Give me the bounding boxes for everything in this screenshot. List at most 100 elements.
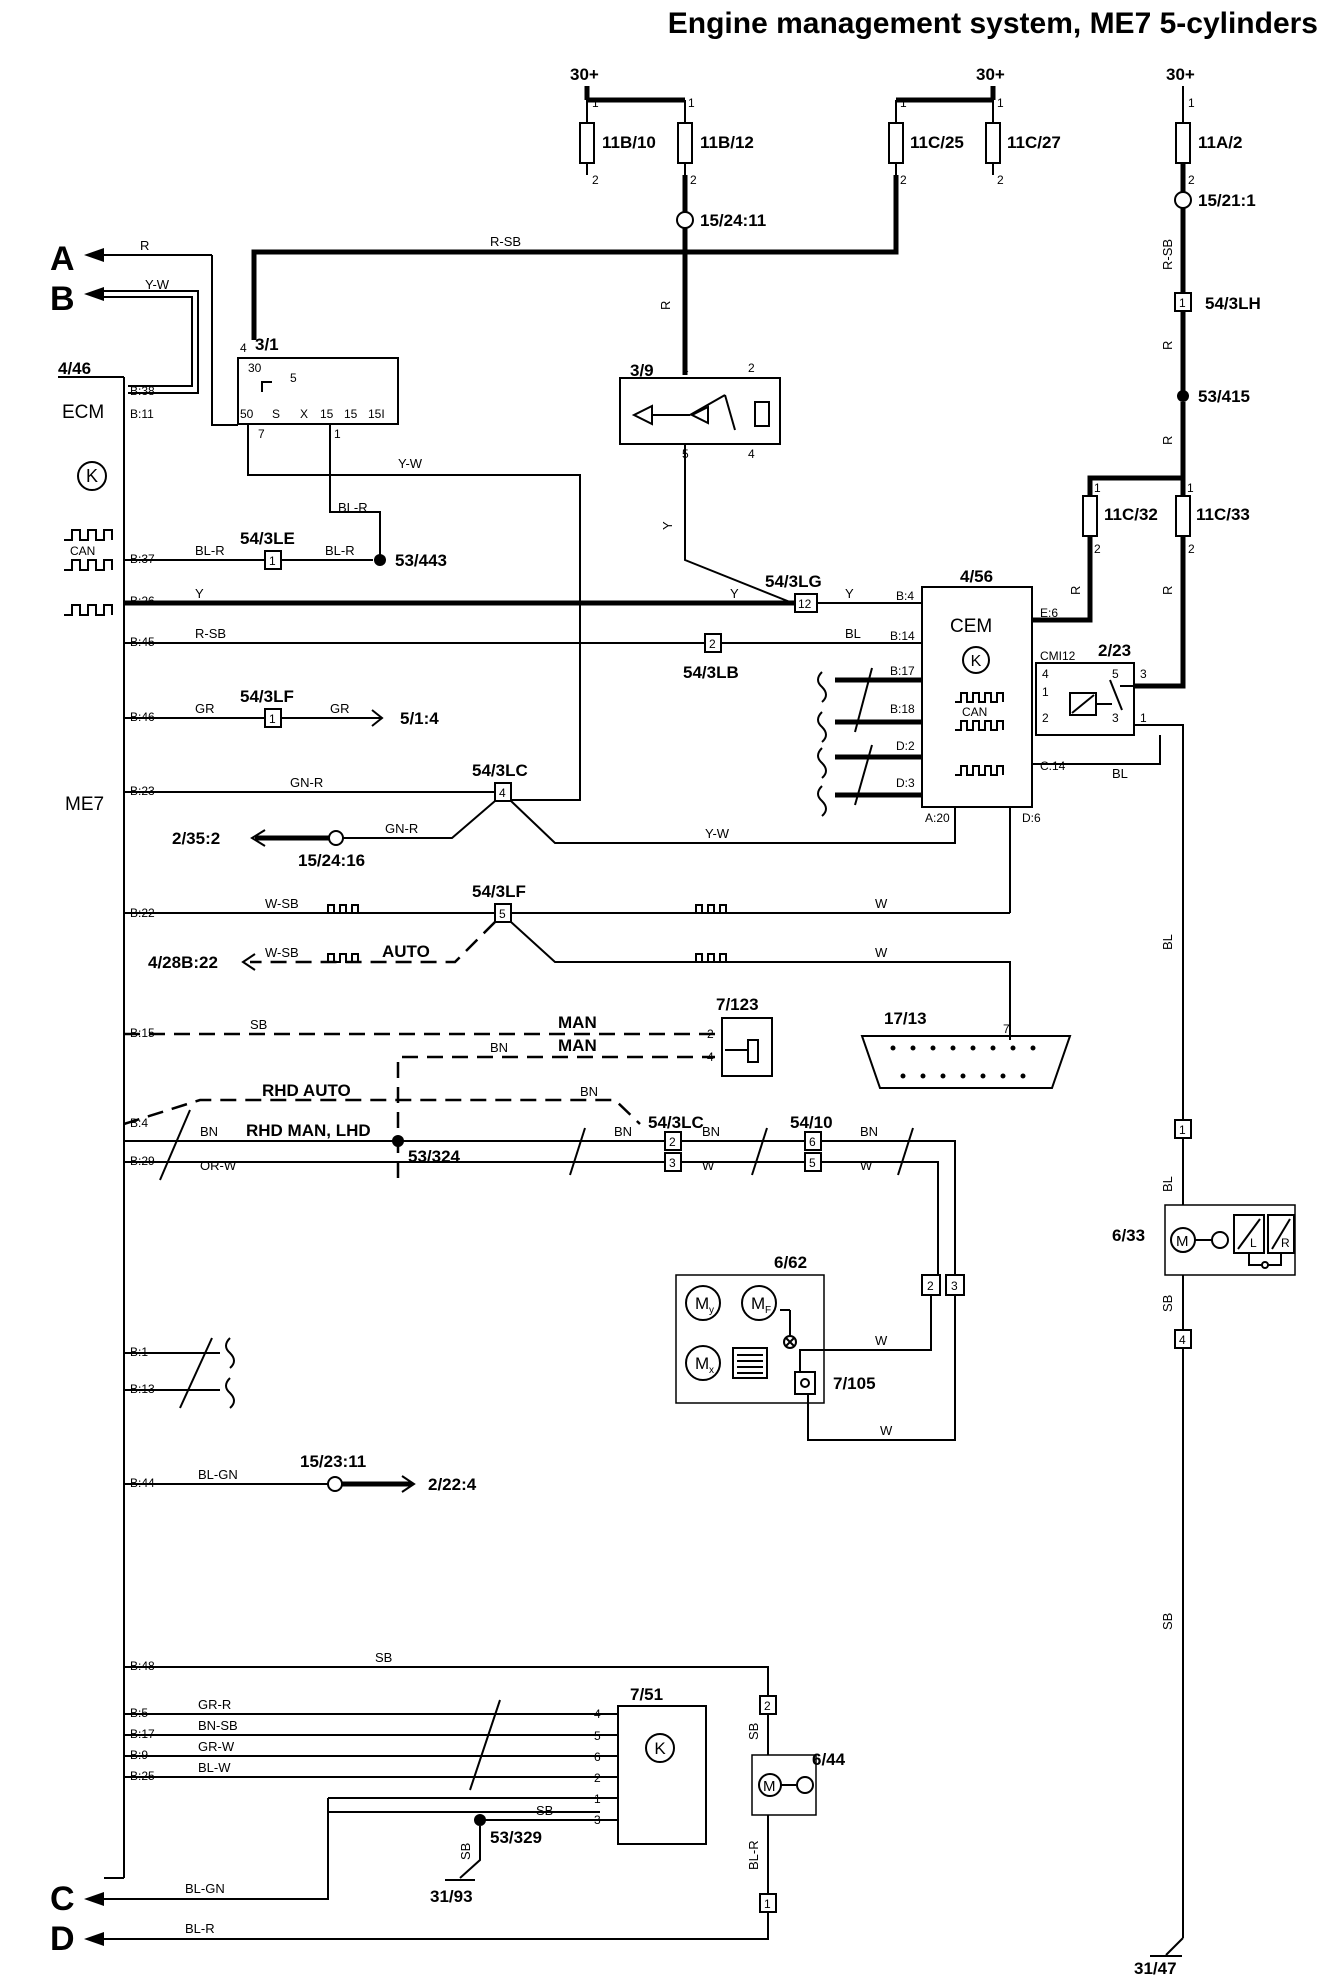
svg-text:X: X: [300, 407, 308, 421]
svg-text:A: A: [50, 240, 75, 278]
svg-text:B:15: B:15: [130, 1026, 155, 1040]
motor-icon: [741, 1285, 777, 1321]
connector-54-3lc: [494, 782, 512, 802]
svg-text:50: 50: [240, 407, 254, 421]
svg-text:15I: 15I: [368, 407, 385, 421]
fuse-11c-25: [888, 122, 904, 164]
svg-text:CMI12: CMI12: [1040, 649, 1076, 663]
svg-text:BL-W: BL-W: [198, 1760, 231, 1775]
fuse-group-middle: 30+ 1 1 2 2 11C/25 11C/27: [888, 65, 1061, 187]
svg-text:2: 2: [1188, 542, 1195, 556]
svg-text:1: 1: [1179, 296, 1186, 310]
svg-text:W-SB: W-SB: [265, 945, 299, 960]
svg-text:ECM: ECM: [62, 402, 104, 423]
svg-text:6/44: 6/44: [812, 1750, 846, 1769]
svg-text:BN: BN: [490, 1040, 508, 1055]
svg-text:3/1: 3/1: [255, 335, 279, 354]
control-module-icon: [645, 1733, 675, 1763]
svg-text:E:6: E:6: [1040, 606, 1058, 620]
splice-15-24-11: [676, 211, 694, 229]
svg-text:1: 1: [1187, 481, 1194, 495]
svg-text:15/24:16: 15/24:16: [298, 851, 365, 870]
svg-text:L: L: [1250, 1236, 1257, 1250]
svg-text:4: 4: [1179, 1333, 1186, 1347]
svg-text:SB: SB: [458, 1843, 473, 1860]
svg-text:5: 5: [1112, 667, 1119, 681]
svg-text:BL: BL: [1160, 934, 1175, 950]
svg-text:RHD AUTO: RHD AUTO: [262, 1081, 351, 1100]
sensor-icon: [796, 1776, 814, 1794]
svg-text:30+: 30+: [1166, 65, 1195, 84]
svg-text:6/33: 6/33: [1112, 1226, 1145, 1245]
svg-text:15/23:11: 15/23:11: [300, 1452, 366, 1471]
pulse-signal-icon: [64, 529, 113, 541]
svg-text:D: D: [50, 1920, 75, 1958]
svg-text:5/1:4: 5/1:4: [400, 709, 439, 728]
svg-text:7/105: 7/105: [833, 1374, 876, 1393]
svg-text:1: 1: [592, 96, 599, 110]
svg-text:6: 6: [809, 1135, 816, 1149]
climate-unit-6-62: 6/62 M y M F M x 7/105: [675, 1253, 876, 1404]
fuse-group-right: 30+ 1 2 11A/2: [1166, 65, 1242, 187]
ground-53-443-icon: [374, 554, 386, 566]
svg-text:53/443: 53/443: [395, 551, 447, 570]
svg-text:Y: Y: [845, 586, 854, 601]
svg-text:4: 4: [748, 447, 755, 461]
ground-53-415-icon: [1177, 390, 1189, 402]
svg-text:K: K: [86, 466, 98, 486]
svg-text:3: 3: [951, 1279, 958, 1293]
svg-text:54/3LC: 54/3LC: [648, 1113, 704, 1132]
svg-text:R: R: [140, 238, 149, 253]
motor-icon: [685, 1285, 721, 1321]
svg-text:54/3LG: 54/3LG: [765, 572, 822, 591]
svg-text:B: B: [50, 280, 75, 318]
svg-text:2: 2: [592, 173, 599, 187]
cem-module: 4/56 CEM K CAN B:4 B:14 B:17 B:18 D:2 D:…: [890, 567, 1066, 825]
svg-text:2: 2: [764, 1699, 771, 1713]
svg-text:x: x: [709, 1365, 714, 1376]
svg-text:15: 15: [320, 407, 334, 421]
arrow-left-icon: [241, 953, 256, 971]
svg-text:BL-R: BL-R: [338, 500, 368, 515]
svg-text:2: 2: [669, 1135, 676, 1149]
svg-text:1: 1: [1188, 96, 1195, 110]
svg-text:2: 2: [709, 637, 716, 651]
fuse-11c-33: [1175, 495, 1191, 537]
svg-text:BN-SB: BN-SB: [198, 1718, 238, 1733]
svg-text:2: 2: [707, 1027, 714, 1041]
svg-text:54/10: 54/10: [790, 1113, 833, 1132]
svg-text:y: y: [709, 1305, 714, 1316]
svg-text:53/329: 53/329: [490, 1828, 542, 1847]
control-module-icon: [77, 461, 107, 491]
svg-text:B:4: B:4: [130, 1116, 148, 1130]
fuse-group-left: 30+ 1 1 2 2 11B/10 11B/12: [570, 65, 754, 187]
svg-text:F: F: [765, 1305, 771, 1316]
svg-text:K: K: [971, 653, 982, 670]
svg-text:54/3LC: 54/3LC: [472, 761, 528, 780]
connector-b: B Y-W: [50, 277, 199, 394]
svg-text:B:14: B:14: [890, 629, 915, 643]
svg-text:W: W: [880, 1423, 893, 1438]
svg-text:BL-GN: BL-GN: [198, 1467, 238, 1482]
svg-text:AUTO: AUTO: [382, 942, 430, 961]
svg-text:BN: BN: [702, 1124, 720, 1139]
svg-text:GN-R: GN-R: [385, 821, 418, 836]
svg-text:SB: SB: [746, 1723, 761, 1740]
svg-text:MAN: MAN: [558, 1013, 597, 1032]
svg-text:7/51: 7/51: [630, 1685, 663, 1704]
svg-text:K: K: [654, 1739, 666, 1758]
svg-text:BL-R: BL-R: [325, 543, 355, 558]
svg-text:D:6: D:6: [1022, 811, 1041, 825]
svg-text:R: R: [1160, 586, 1175, 595]
svg-text:OR-W: OR-W: [200, 1158, 237, 1173]
connector-c: C BL-GN: [50, 1811, 600, 1918]
arrow-left-icon: [84, 1892, 104, 1906]
svg-text:Y-W: Y-W: [705, 826, 730, 841]
svg-text:C: C: [50, 1880, 75, 1918]
svg-text:3/9: 3/9: [630, 361, 654, 380]
svg-text:2/22:4: 2/22:4: [428, 1475, 477, 1494]
svg-text:2: 2: [1188, 173, 1195, 187]
motor-6-44: 6/44 M: [751, 1750, 846, 1816]
control-module-icon: [962, 646, 990, 674]
